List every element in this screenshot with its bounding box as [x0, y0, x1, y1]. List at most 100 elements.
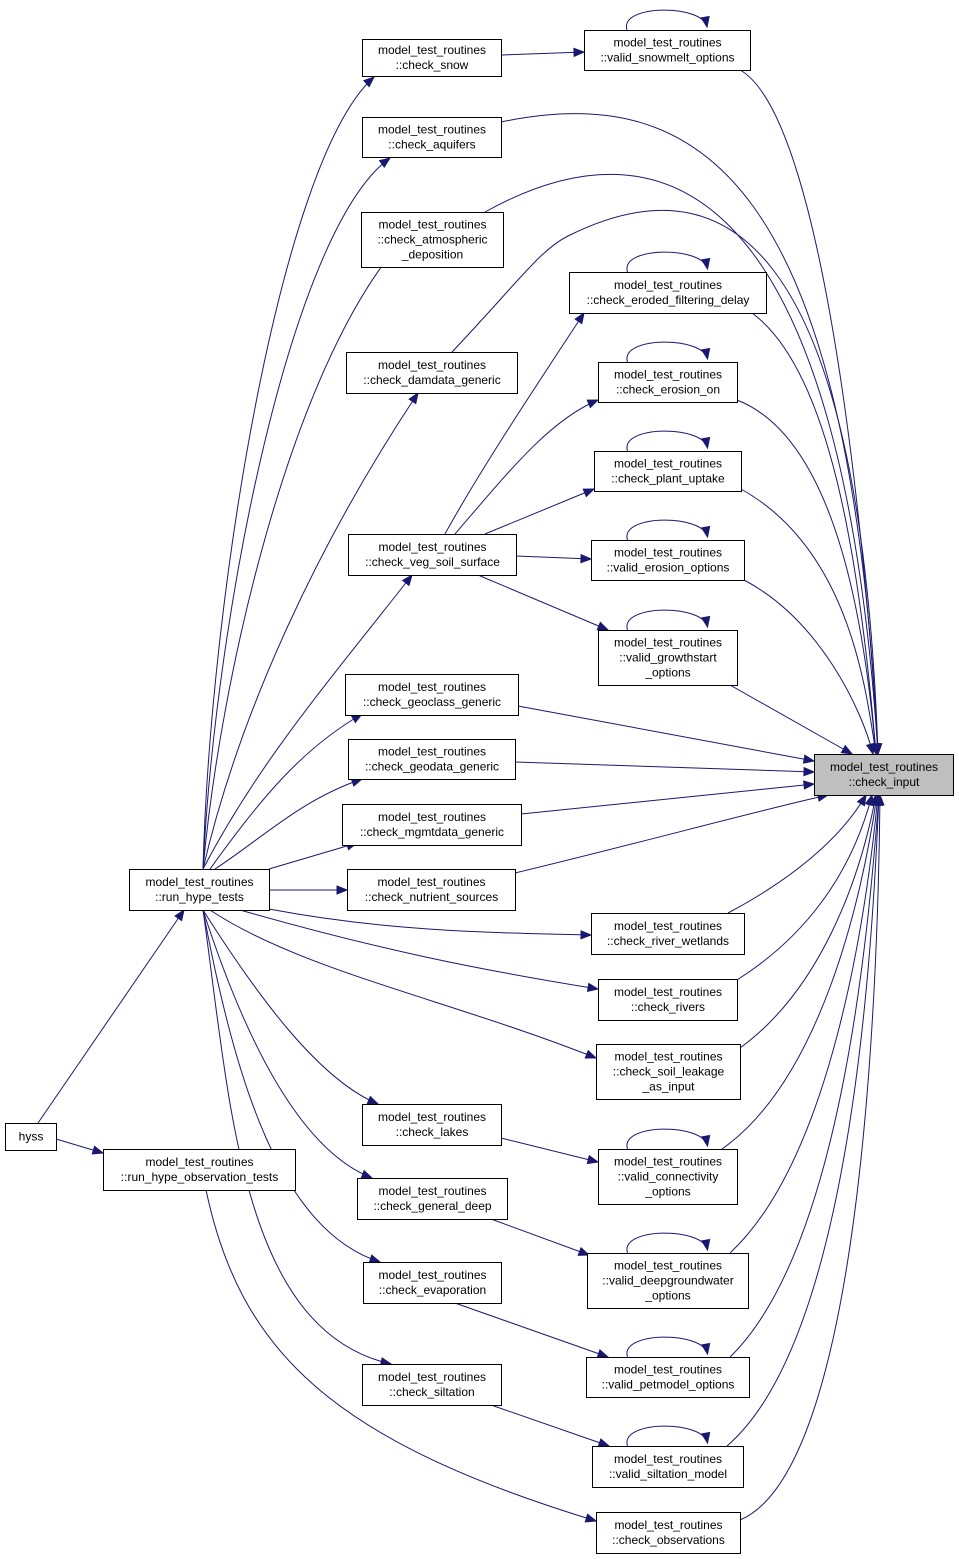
edge-line [500, 1137, 599, 1163]
node-check_nutrient_sources[interactable]: model_test_routines::check_nutrient_sour… [347, 869, 516, 911]
node-label-line: ::check_evaporation [379, 1283, 486, 1297]
node-box[interactable] [591, 540, 745, 581]
edge-arrowhead [856, 793, 867, 807]
node-check_damdata_generic[interactable]: model_test_routines::check_damdata_gener… [346, 352, 518, 394]
node-box[interactable] [598, 1149, 738, 1205]
self-loop-line [626, 609, 708, 631]
node-valid_petmodel_options[interactable]: model_test_routines::valid_petmodel_opti… [586, 1357, 750, 1398]
node-box[interactable] [362, 1104, 502, 1146]
node-hyss[interactable]: hyss [5, 1123, 57, 1151]
node-box[interactable] [103, 1149, 296, 1191]
node-box[interactable] [596, 1044, 741, 1100]
node-check_observations[interactable]: model_test_routines::check_observations [596, 1512, 741, 1554]
node-valid_erosion_options[interactable]: model_test_routines::valid_erosion_optio… [591, 540, 745, 581]
node-check_rivers[interactable]: model_test_routines::check_rivers [598, 979, 738, 1021]
node-label-line: model_test_routines [378, 1184, 486, 1198]
node-check_geoclass_generic[interactable]: model_test_routines::check_geoclass_gene… [345, 674, 519, 716]
edge-check_siltation-to-valid_siltation_model [490, 1404, 611, 1448]
node-box[interactable] [598, 362, 738, 403]
self-loop-valid_snowmelt_options [626, 9, 710, 31]
edge-line [268, 842, 358, 870]
self-loop-line [626, 1336, 708, 1358]
node-box[interactable] [363, 1262, 502, 1304]
node-check_veg_soil_surface[interactable]: model_test_routines::check_veg_soil_surf… [348, 534, 517, 576]
node-box[interactable] [592, 1446, 744, 1488]
edge-arrowhead [596, 621, 610, 631]
edge-line [202, 909, 379, 1105]
node-box[interactable] [591, 913, 745, 955]
node-label-line: model_test_routines [614, 919, 722, 933]
node-label-line: model_test_routines [378, 218, 486, 232]
node-box[interactable] [348, 739, 516, 780]
node-run_hype_observation_tests[interactable]: model_test_routines::run_hype_observatio… [103, 1149, 296, 1191]
edge-arrowhead [584, 1513, 598, 1523]
node-check_soil_leakage_as_input[interactable]: model_test_routines::check_soil_leakage_… [596, 1044, 741, 1100]
edge-line [517, 705, 815, 762]
nodes-layer: hyssmodel_test_routines::run_hype_testsm… [5, 30, 954, 1554]
edge-line [202, 242, 401, 870]
node-check_siltation[interactable]: model_test_routines::check_siltation [362, 1364, 502, 1406]
node-valid_deepgroundwater_options[interactable]: model_test_routines::valid_deepgroundwat… [587, 1253, 749, 1309]
node-check_general_deep[interactable]: model_test_routines::check_general_deep [357, 1178, 508, 1220]
edge-line [490, 1404, 610, 1447]
edge-line [484, 173, 879, 755]
node-box[interactable] [346, 352, 518, 394]
node-box[interactable] [342, 804, 522, 846]
node-box[interactable] [348, 534, 517, 576]
node-box[interactable] [598, 630, 738, 686]
node-box[interactable] [586, 1357, 750, 1398]
node-run_hype_tests[interactable]: model_test_routines::run_hype_tests [129, 869, 270, 911]
self-loop-arrowhead [700, 1342, 711, 1356]
node-label-line: model_test_routines [378, 810, 486, 824]
node-check_snow[interactable]: model_test_routines::check_snow [362, 39, 502, 77]
node-box[interactable] [345, 674, 519, 716]
node-box[interactable] [362, 117, 502, 158]
node-box[interactable] [347, 869, 516, 911]
node-check_atmospheric_deposition[interactable]: model_test_routines::check_atmospheric_d… [361, 212, 504, 268]
edge-line [739, 794, 877, 1049]
node-box[interactable] [357, 1178, 508, 1220]
node-label-line: ::valid_deepgroundwater [602, 1274, 733, 1288]
node-valid_connectivity_options[interactable]: model_test_routines::valid_connectivity_… [598, 1149, 738, 1205]
node-box[interactable] [362, 1364, 502, 1406]
node-check_river_wetlands[interactable]: model_test_routines::check_river_wetland… [591, 913, 745, 955]
node-box[interactable] [594, 451, 742, 492]
node-label-line: model_test_routines [614, 1050, 722, 1064]
node-box[interactable] [814, 754, 954, 796]
node-box[interactable] [587, 1253, 749, 1309]
node-box[interactable] [5, 1123, 57, 1151]
edge-run_hype_tests-to-check_geodata_generic [214, 777, 364, 870]
node-check_aquifers[interactable]: model_test_routines::check_aquifers [362, 117, 502, 158]
node-label-line: _options [644, 666, 690, 680]
node-check_mgmtdata_generic[interactable]: model_test_routines::check_mgmtdata_gene… [342, 804, 522, 846]
node-check_geodata_generic[interactable]: model_test_routines::check_geodata_gener… [348, 739, 516, 780]
node-label-line: ::check_mgmtdata_generic [360, 825, 504, 839]
node-check_evaporation[interactable]: model_test_routines::check_evaporation [363, 1262, 502, 1304]
node-label-line: ::check_atmospheric [377, 233, 487, 247]
node-valid_growthstart_options[interactable]: model_test_routines::valid_growthstart_o… [598, 630, 738, 686]
edge-line [736, 794, 873, 981]
edge-line [515, 555, 592, 560]
edge-line [37, 909, 185, 1124]
edge-arrowhead [840, 744, 854, 755]
node-valid_siltation_model[interactable]: model_test_routines::valid_siltation_mod… [592, 1446, 744, 1488]
edge-run_hype_tests-to-check_general_deep [202, 909, 374, 1179]
node-check_eroded_filtering_delay[interactable]: model_test_routines::check_eroded_filter… [569, 272, 767, 314]
edge-run_hype_tests-to-check_lakes [202, 909, 380, 1105]
node-valid_snowmelt_options[interactable]: model_test_routines::valid_snowmelt_opti… [584, 30, 751, 71]
node-box[interactable] [584, 30, 751, 71]
edge-check_general_deep-to-valid_deepgroundwater_options [490, 1218, 591, 1256]
node-box[interactable] [129, 869, 270, 911]
node-label-line: ::check_river_wetlands [607, 934, 729, 948]
node-check_input[interactable]: model_test_routines::check_input [814, 754, 954, 796]
node-box[interactable] [569, 272, 767, 314]
node-box[interactable] [361, 212, 504, 268]
edge-line [751, 312, 877, 755]
self-loop-arrowhead [700, 615, 711, 629]
node-box[interactable] [362, 39, 502, 77]
node-check_erosion_on[interactable]: model_test_routines::check_erosion_on [598, 362, 738, 403]
node-box[interactable] [598, 979, 738, 1021]
node-check_lakes[interactable]: model_test_routines::check_lakes [362, 1104, 502, 1146]
node-box[interactable] [596, 1512, 741, 1554]
node-check_plant_uptake[interactable]: model_test_routines::check_plant_uptake [594, 451, 742, 492]
